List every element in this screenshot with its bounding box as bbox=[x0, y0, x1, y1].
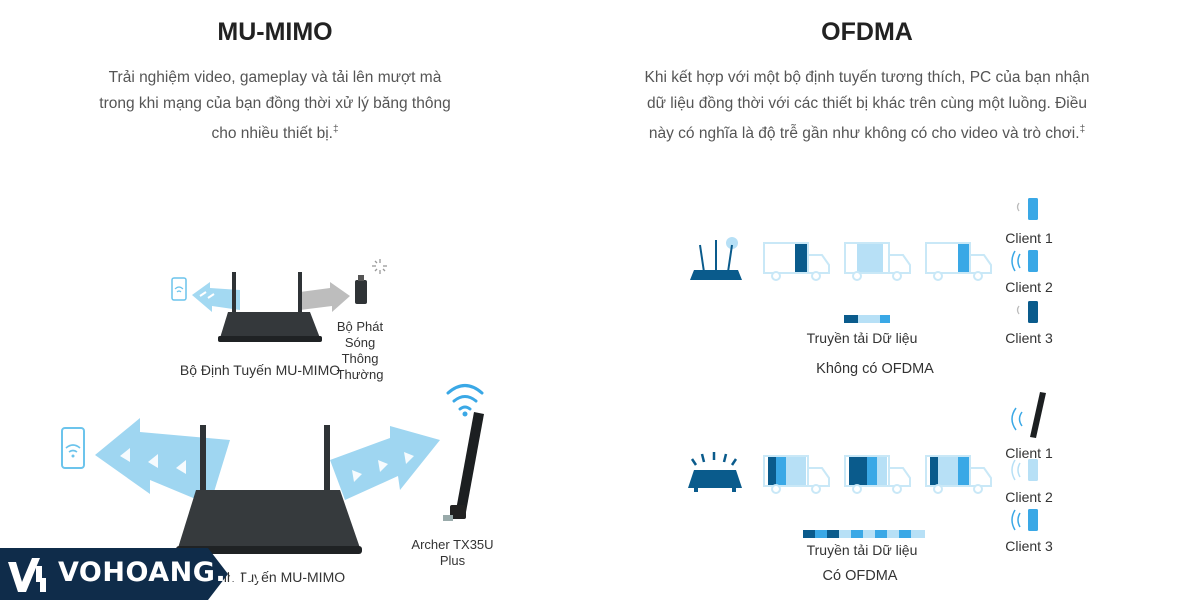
mumimo-small-diagram bbox=[171, 259, 387, 342]
big-phone-icon bbox=[61, 427, 85, 469]
wifi-icon bbox=[446, 384, 484, 411]
small-router bbox=[218, 272, 322, 342]
router-icon-without bbox=[690, 237, 742, 280]
client-3-label-with: Client 3 bbox=[1005, 538, 1053, 554]
ofdma-desc-line-1: Khi kết hợp với một bộ định tuyến tương … bbox=[644, 69, 1090, 86]
with-ofdma-caption: Có OFDMA bbox=[822, 568, 898, 584]
legacy-label-line-1: Bộ Phát bbox=[336, 319, 384, 334]
vh-logo-icon bbox=[8, 558, 40, 592]
without-ofdma-diagram bbox=[690, 198, 1038, 323]
client-1-label-with: Client 1 bbox=[1005, 445, 1053, 461]
legacy-label-line-2: Sóng bbox=[344, 335, 376, 350]
with-ofdma-diagram bbox=[688, 392, 1046, 538]
truck-icon-4 bbox=[763, 455, 830, 494]
truck-icon-6 bbox=[925, 455, 992, 494]
mumimo-desc-line-1: Trải nghiệm video, gameplay và tải lên m… bbox=[108, 69, 442, 86]
truck-icon-3 bbox=[925, 242, 992, 281]
small-router-label: Bộ Định Tuyến MU-MIMO bbox=[179, 362, 341, 378]
legacy-label-line-3: Thông bbox=[341, 351, 379, 366]
legacy-label-line-4: Thường bbox=[336, 367, 384, 382]
brand-logo-text: VOHOANG.vn bbox=[58, 557, 264, 588]
truck-icon-5 bbox=[844, 455, 911, 494]
big-blue-arrow-left bbox=[95, 418, 230, 505]
client-2-label-without: Client 2 bbox=[1005, 279, 1053, 295]
adapter-label: Archer TX35U Plus bbox=[395, 537, 510, 569]
client-1-device-without bbox=[1016, 198, 1038, 220]
adapter-label-line-2: Plus bbox=[439, 553, 466, 568]
archer-adapter bbox=[443, 412, 484, 521]
big-router bbox=[176, 425, 362, 554]
client-1-adapter-with bbox=[1011, 392, 1046, 438]
client-3-device-with bbox=[1011, 509, 1038, 531]
ofdma-footnote-mark: ‡ bbox=[1079, 124, 1086, 135]
mumimo-desc-line-3: cho nhiều thiết bị.‡ bbox=[60, 117, 490, 147]
ofdma-desc-line-3: này có nghĩa là độ trễ gần như không có … bbox=[612, 117, 1122, 147]
truck-icon-1 bbox=[763, 242, 830, 281]
client-2-device-without bbox=[1011, 250, 1038, 272]
mumimo-desc-line-3-text: cho nhiều thiết bị. bbox=[211, 125, 333, 143]
ofdma-description: Khi kết hợp với một bộ định tuyến tương … bbox=[612, 65, 1122, 147]
client-3-device-without bbox=[1016, 301, 1038, 323]
transfer-label-with: Truyền tải Dữ liệu bbox=[806, 542, 918, 558]
without-ofdma-caption: Không có OFDMA bbox=[816, 361, 934, 377]
loading-spinner-icon bbox=[372, 259, 387, 274]
transfer-bar-without bbox=[844, 315, 890, 323]
mumimo-footnote-mark: ‡ bbox=[332, 124, 339, 135]
router-icon-with bbox=[688, 452, 742, 492]
mumimo-desc-line-2: trong khi mạng của bạn đồng thời xử lý b… bbox=[99, 95, 451, 112]
transfer-label-without: Truyền tải Dữ liệu bbox=[806, 330, 918, 346]
transfer-bar-with bbox=[803, 530, 925, 538]
small-phone-icon bbox=[171, 277, 187, 301]
mumimo-description: Trải nghiệm video, gameplay và tải lên m… bbox=[60, 65, 490, 147]
client-2-device-with bbox=[1011, 459, 1038, 481]
mumimo-title: MU-MIMO bbox=[217, 18, 333, 46]
ofdma-title: OFDMA bbox=[821, 18, 913, 46]
brand-logo-badge[interactable] bbox=[0, 548, 230, 600]
adapter-label-line-1: Archer TX35U bbox=[411, 537, 494, 552]
legacy-adapter bbox=[355, 280, 367, 304]
small-blue-arrow bbox=[192, 282, 240, 312]
small-grey-arrow bbox=[300, 282, 350, 312]
truck-icon-2 bbox=[844, 242, 911, 281]
legacy-adapter-label: Bộ Phát Sóng Thông Thường bbox=[325, 319, 395, 383]
client-3-label-without: Client 3 bbox=[1005, 330, 1053, 346]
client-1-label-without: Client 1 bbox=[1005, 230, 1053, 246]
ofdma-desc-line-2: dữ liệu đồng thời với các thiết bị khác … bbox=[647, 95, 1087, 112]
mumimo-big-diagram bbox=[61, 384, 484, 554]
ofdma-desc-line-3-text: này có nghĩa là độ trễ gần như không có … bbox=[648, 125, 1080, 143]
client-2-label-with: Client 2 bbox=[1005, 489, 1053, 505]
